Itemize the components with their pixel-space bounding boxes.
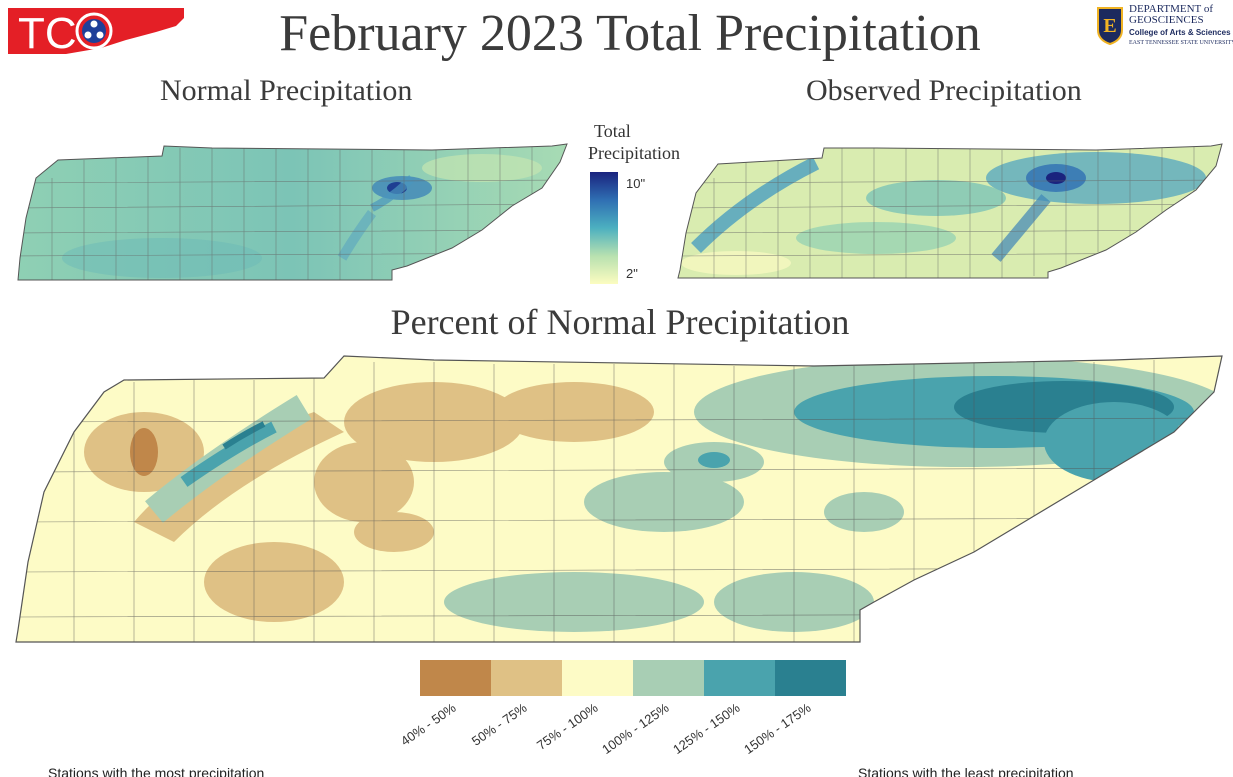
legend-label-75-100: 75% - 100% <box>533 700 601 753</box>
etsu-line4: EAST TENNESSEE STATE UNIVERSITY <box>1129 40 1233 46</box>
legend-swatch-75-100 <box>562 660 633 696</box>
tristar-icon <box>84 20 104 39</box>
legend-label-40-50: 40% - 50% <box>397 700 459 749</box>
percent-map-title: Percent of Normal Precipitation <box>390 302 850 342</box>
total-precipitation-legend-title: Total Precipitation <box>588 120 680 164</box>
legend-label-50-75: 50% - 75% <box>468 700 530 749</box>
legend-swatch-150-175 <box>775 660 846 696</box>
observed-map-title: Observed Precipitation <box>806 74 1082 107</box>
observed-precipitation-map <box>676 138 1226 293</box>
etsu-line1: DEPARTMENT of <box>1129 3 1213 15</box>
etsu-line2: GEOSCIENCES <box>1129 14 1204 26</box>
footer-most-precipitation: Stations with the most precipitation <box>48 765 265 777</box>
etsu-shield-icon: E <box>1097 7 1123 46</box>
normal-map-title: Normal Precipitation <box>160 74 413 107</box>
tco-logo-text: TC <box>18 9 77 58</box>
legend-label-150-175: 150% - 175% <box>741 700 814 758</box>
legend-label-100-125: 100% - 125% <box>599 700 672 758</box>
percent-of-normal-map <box>14 352 1226 652</box>
page-title: February 2023 Total Precipitation <box>279 5 981 62</box>
svg-text:E: E <box>1103 15 1116 37</box>
legend-title-line2: Precipitation <box>588 143 680 163</box>
total-precipitation-colorbar <box>590 172 618 284</box>
footer-least-precipitation: Stations with the least precipitation <box>858 765 1074 777</box>
legend-label-125-150: 125% - 150% <box>670 700 743 758</box>
legend-swatch-125-150 <box>704 660 775 696</box>
legend-swatch-100-125 <box>633 660 704 696</box>
tco-logo: TC <box>6 2 186 60</box>
legend-swatch-40-50 <box>420 660 491 696</box>
normal-precipitation-map <box>12 138 572 293</box>
etsu-logo: E DEPARTMENT of GEOSCIENCES College of A… <box>1095 3 1233 52</box>
legend-min-label: 2" <box>626 266 638 281</box>
percent-legend <box>420 660 846 696</box>
legend-swatch-50-75 <box>491 660 562 696</box>
legend-max-label: 10" <box>626 176 646 191</box>
etsu-line3: College of Arts & Sciences <box>1129 28 1231 37</box>
legend-title-line1: Total <box>594 121 631 141</box>
